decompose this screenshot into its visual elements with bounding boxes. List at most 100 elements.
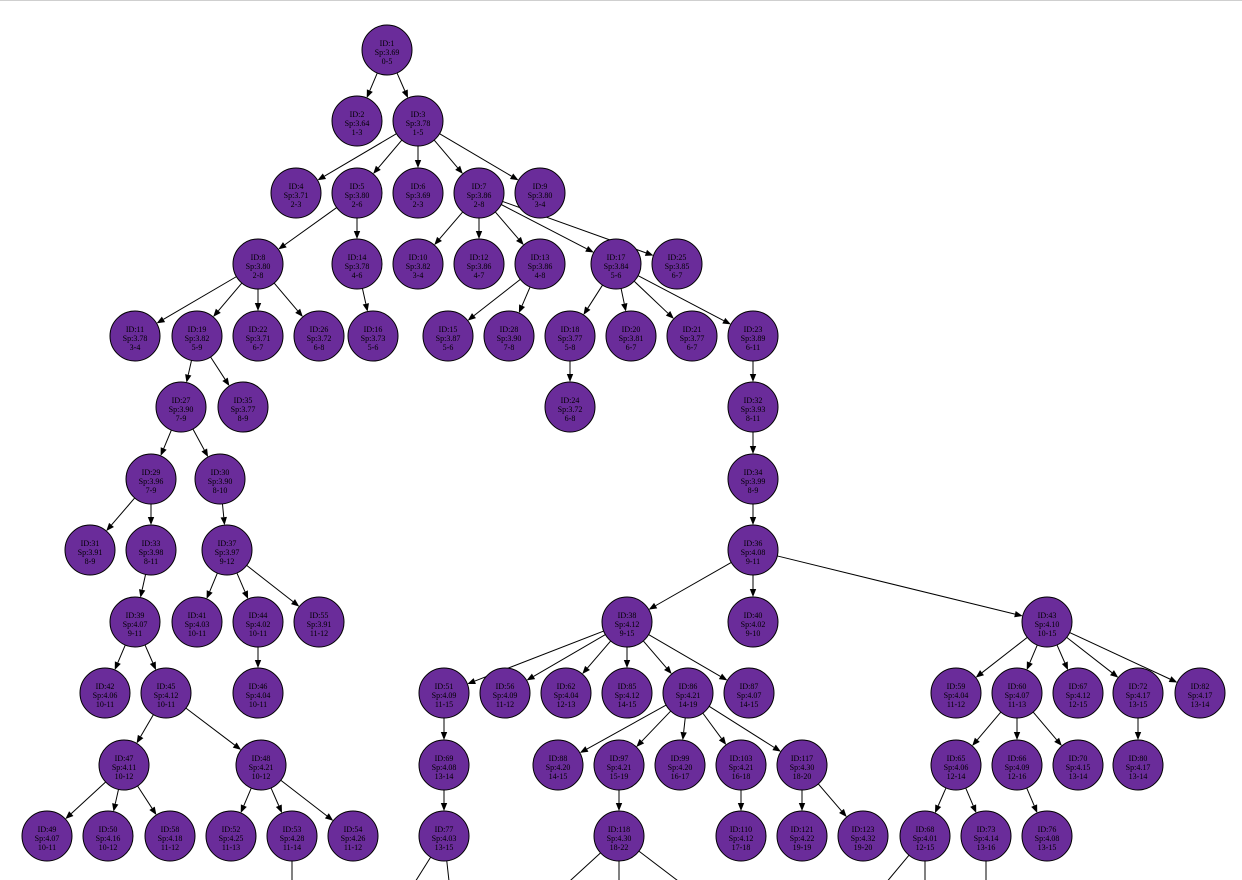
node-range-label: 5-9 bbox=[192, 343, 203, 352]
node-sp-label: Sp:3.78 bbox=[406, 119, 431, 128]
node-range-label: 11-13 bbox=[1008, 700, 1026, 709]
node-sp-label: Sp:4.12 bbox=[1066, 691, 1091, 700]
node-range-label: 4-6 bbox=[352, 271, 363, 280]
node-range-label: 8-9 bbox=[85, 557, 96, 566]
node-circle bbox=[837, 810, 889, 862]
edge-29-31-arrowhead bbox=[106, 522, 114, 532]
node-sp-label: Sp:3.85 bbox=[665, 262, 690, 271]
node-range-label: 13-14 bbox=[1191, 700, 1210, 709]
node-range-label: 11-14 bbox=[283, 843, 301, 852]
edge-39-42-arrowhead bbox=[114, 661, 121, 670]
edge-38-56-arrowhead bbox=[526, 673, 536, 681]
node-sp-label: Sp:3.82 bbox=[185, 334, 210, 343]
node-sp-label: Sp:3.98 bbox=[139, 548, 164, 557]
node-range-label: 17-18 bbox=[732, 843, 751, 852]
tree-node-4: ID:4Sp:3.712-3 bbox=[270, 167, 322, 219]
edge-45-47 bbox=[140, 714, 154, 737]
edge-17-21 bbox=[633, 280, 669, 314]
node-sp-label: Sp:3.91 bbox=[78, 548, 103, 557]
edge-23-32-arrowhead bbox=[749, 374, 757, 382]
edge-17-20-arrowhead bbox=[621, 303, 628, 312]
node-range-label: 2-8 bbox=[253, 271, 264, 280]
node-id-label: ID:37 bbox=[218, 539, 237, 548]
node-id-label: ID:73 bbox=[977, 825, 996, 834]
edge-3-9 bbox=[439, 133, 512, 177]
node-sp-label: Sp:3.69 bbox=[375, 48, 400, 57]
node-range-label: 12-13 bbox=[557, 700, 576, 709]
edge-27-29 bbox=[163, 429, 172, 449]
tree-node-8: ID:8Sp:3.802-8 bbox=[232, 238, 284, 290]
node-circle bbox=[601, 667, 653, 719]
node-sp-label: Sp:4.08 bbox=[1035, 834, 1060, 843]
node-sp-label: Sp:3.99 bbox=[741, 477, 766, 486]
node-id-label: ID:86 bbox=[679, 682, 698, 691]
node-sp-label: Sp:4.16 bbox=[96, 834, 121, 843]
node-range-label: 10-11 bbox=[249, 700, 267, 709]
node-id-label: ID:72 bbox=[1129, 682, 1148, 691]
node-id-label: ID:70 bbox=[1069, 754, 1088, 763]
node-id-label: ID:33 bbox=[142, 539, 161, 548]
node-range-label: 8-11 bbox=[144, 557, 158, 566]
edge-5-8-arrowhead bbox=[278, 242, 287, 250]
node-sp-label: Sp:4.01 bbox=[913, 834, 938, 843]
node-sp-label: Sp:3.77 bbox=[558, 334, 583, 343]
edge-39-42 bbox=[117, 644, 126, 663]
node-circle bbox=[654, 739, 706, 791]
edge-97-118-arrowhead bbox=[615, 803, 623, 811]
node-id-label: ID:117 bbox=[791, 754, 813, 763]
node-range-label: 5-6 bbox=[368, 343, 379, 352]
node-circle bbox=[532, 739, 584, 791]
node-id-label: ID:51 bbox=[435, 682, 454, 691]
edge-103-110-arrowhead bbox=[737, 803, 745, 811]
node-sp-label: Sp:4.08 bbox=[432, 763, 457, 772]
node-id-label: ID:97 bbox=[610, 754, 629, 763]
node-range-label: 15-19 bbox=[610, 772, 629, 781]
node-circle bbox=[960, 810, 1012, 862]
node-circle bbox=[930, 667, 982, 719]
edge-13-15-arrowhead bbox=[467, 313, 476, 321]
node-range-label: 2-3 bbox=[291, 200, 302, 209]
edge-44-46-arrowhead bbox=[254, 660, 262, 668]
node-range-label: 14-19 bbox=[679, 700, 698, 709]
node-id-label: ID:8 bbox=[251, 253, 266, 262]
node-range-label: 9-15 bbox=[620, 629, 635, 638]
edge-3-5 bbox=[377, 139, 403, 169]
edge-8-22-arrowhead bbox=[254, 303, 262, 311]
node-sp-label: Sp:3.71 bbox=[246, 334, 271, 343]
edge-47-58-arrowhead bbox=[149, 806, 157, 816]
node-id-label: ID:69 bbox=[435, 754, 454, 763]
node-sp-label: Sp:3.72 bbox=[558, 405, 583, 414]
edge-5-14-arrowhead bbox=[353, 231, 361, 239]
node-range-label: 10-11 bbox=[96, 700, 114, 709]
node-circle bbox=[194, 453, 246, 505]
edge-37-44 bbox=[236, 572, 246, 592]
edge-48-54-arrowhead bbox=[324, 813, 334, 821]
node-id-label: ID:68 bbox=[916, 825, 935, 834]
edge-33-39-arrowhead bbox=[139, 589, 146, 598]
node-id-label: ID:12 bbox=[470, 253, 489, 262]
edge-66-76-arrowhead bbox=[1031, 804, 1038, 813]
edge-36-40-arrowhead bbox=[749, 589, 757, 597]
node-circle bbox=[422, 310, 474, 362]
node-id-label: ID:14 bbox=[348, 253, 367, 262]
node-range-label: 6-8 bbox=[314, 343, 325, 352]
node-sp-label: Sp:3.96 bbox=[139, 477, 164, 486]
node-range-label: 19-20 bbox=[854, 843, 873, 852]
node-id-label: ID:25 bbox=[668, 253, 687, 262]
node-circle bbox=[205, 810, 257, 862]
edge-77-offscreen-0 bbox=[415, 856, 432, 880]
